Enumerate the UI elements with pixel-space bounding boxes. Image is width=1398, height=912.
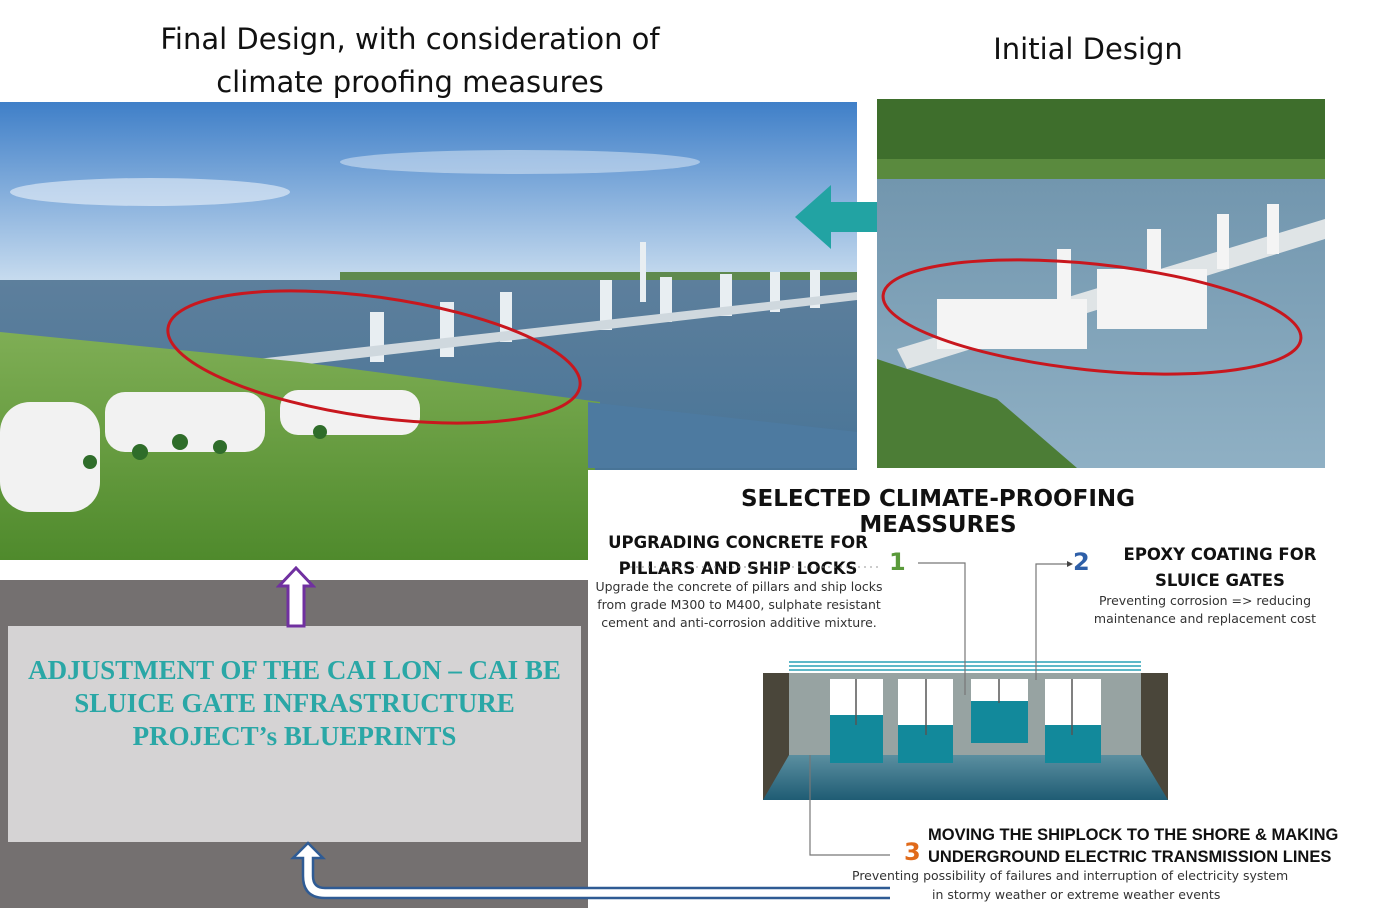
connector-2 xyxy=(1035,561,1073,680)
initial-design-title: Initial Design xyxy=(993,32,1183,66)
measure-2-description: Preventing corrosion => reducing mainten… xyxy=(1080,592,1330,628)
project-title-line1: ADJUSTMENT OF THE CAI LON – CAI BE xyxy=(28,655,561,685)
project-title-line2: SLUICE GATE INFRASTRUCTURE xyxy=(74,688,515,718)
measure-1-desc-line1: Upgrade the concrete of pillars and ship… xyxy=(595,579,883,594)
measure-1-description: Upgrade the concrete of pillars and ship… xyxy=(592,578,886,632)
measure-2-title: EPOXY COATING FOR SLUICE GATES xyxy=(1100,542,1340,594)
initial-design-image xyxy=(877,99,1325,468)
final-design-title-line2: climate proofing measures xyxy=(216,65,604,99)
measure-2-title-line1: EPOXY COATING FOR xyxy=(1123,545,1317,564)
measure-1-desc-line2: from grade M300 to M400, sulphate resist… xyxy=(597,597,881,612)
up-arrow-icon xyxy=(276,566,316,628)
measure-2-title-line2: SLUICE GATES xyxy=(1155,571,1285,590)
left-arrow-icon xyxy=(795,185,921,249)
measures-heading: SELECTED CLIMATE-PROOFING MEASSURES xyxy=(740,486,1136,538)
measure-3-number: 3 xyxy=(904,838,921,866)
measure-3-description: Preventing possibility of failures and i… xyxy=(852,866,1312,904)
measure-3-desc-line1: Preventing possibility of failures and i… xyxy=(852,868,1289,883)
measure-2-desc-line1: Preventing corrosion => reducing xyxy=(1098,593,1312,608)
measure-2-desc-line2: maintenance and replacement cost xyxy=(1093,611,1317,626)
measure-1-desc-line3: cement and anti-corrosion additive mixtu… xyxy=(601,615,877,630)
measure-2-number: 2 xyxy=(1073,548,1090,576)
project-title: ADJUSTMENT OF THE CAI LON – CAI BE SLUIC… xyxy=(8,654,581,753)
measure-3-desc-line2: in stormy weather or extreme weather eve… xyxy=(932,887,1221,902)
measure-1-title: UPGRADING CONCRETE FOR PILLARS AND SHIP … xyxy=(590,530,886,582)
measure-1-title-line2: PILLARS AND SHIP LOCKS xyxy=(618,559,858,578)
project-box: ADJUSTMENT OF THE CAI LON – CAI BE SLUIC… xyxy=(8,626,581,842)
measure-3-title-line1: MOVING THE SHIPLOCK TO THE SHORE & MAKIN… xyxy=(928,826,1339,844)
measure-3-title: MOVING THE SHIPLOCK TO THE SHORE & MAKIN… xyxy=(928,824,1398,868)
measure-3-title-line2: UNDERGROUND ELECTRIC TRANSMISSION LINES xyxy=(928,848,1332,866)
connector-lines xyxy=(630,562,966,856)
bent-arrow-icon xyxy=(289,841,890,900)
project-title-line3: PROJECT’s BLUEPRINTS xyxy=(132,721,457,751)
measure-1-title-line1: UPGRADING CONCRETE FOR xyxy=(608,533,868,552)
measure-1-number: 1 xyxy=(889,548,906,576)
final-design-title: Final Design, with consideration of clim… xyxy=(110,18,710,104)
final-design-title-line1: Final Design, with consideration of xyxy=(160,22,660,56)
final-design-image xyxy=(0,102,857,560)
